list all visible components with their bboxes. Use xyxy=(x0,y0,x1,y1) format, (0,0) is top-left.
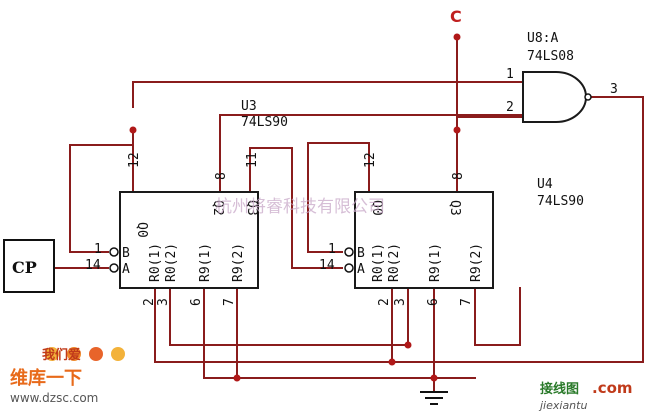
u4-pin-6: 6 xyxy=(426,298,441,306)
logo-ball-3 xyxy=(89,347,103,361)
u4-pin-12: 12 xyxy=(363,152,378,168)
junction-c xyxy=(453,126,461,134)
u4-r02: R0(2) xyxy=(387,243,402,282)
and-gate-u8a: U8:A 74LS08 1 2 3 xyxy=(506,31,618,123)
u4-name: U4 xyxy=(537,177,553,192)
u3-pin-6: 6 xyxy=(189,298,204,306)
logo-mid-text: 维库一下 xyxy=(10,367,82,389)
u4-a: A xyxy=(357,262,365,277)
gate-output-node xyxy=(584,93,592,101)
brand-right-url: jiexiantu xyxy=(538,399,587,412)
wire-ground-bus xyxy=(203,287,476,379)
u4-b-bubble xyxy=(344,247,354,257)
u3-r91: R9(1) xyxy=(198,243,213,282)
logo-url-text: www.dzsc.com xyxy=(10,391,98,405)
gate-pin-1: 1 xyxy=(506,67,514,82)
u3-pin-7: 7 xyxy=(222,298,237,306)
u4-pin-8: 8 xyxy=(451,172,466,180)
u4-a-bubble xyxy=(344,263,354,273)
u3-body xyxy=(119,191,259,289)
wire-gate-in1 xyxy=(132,81,524,108)
u3-pin-1: 1 xyxy=(94,242,102,257)
u4-pin-3: 3 xyxy=(393,298,408,306)
u3-q0: Q0 xyxy=(134,222,149,238)
junction-r0 xyxy=(404,341,412,349)
u3-pin-11: 11 xyxy=(245,152,260,168)
junction-ground-b xyxy=(430,374,438,382)
u4-r91: R9(1) xyxy=(428,243,443,282)
jiexiantu-logo: 接线图 .com jiexiantu xyxy=(538,379,633,412)
gate-pin-3: 3 xyxy=(610,82,618,97)
u3-b-bubble xyxy=(109,247,119,257)
logo-ball-4 xyxy=(111,347,125,361)
u4-body xyxy=(354,191,494,289)
brand-right-dot: .com xyxy=(592,379,633,397)
u3-b: B xyxy=(122,246,130,261)
wire-u4-r92 xyxy=(474,287,521,346)
chip-u3: U3 74LS90 12 8 11 Q0 Q2 Q3 1 14 B A R0(1… xyxy=(85,99,288,306)
u4-pin-14: 14 xyxy=(319,258,335,273)
wire-u3-q0-to-b xyxy=(69,144,134,253)
u3-r02: R0(2) xyxy=(164,243,179,282)
cp-label: CP xyxy=(12,258,37,277)
u3-r92: R9(2) xyxy=(231,243,246,282)
junction-ground-a xyxy=(233,374,241,382)
ground-symbol xyxy=(420,391,448,405)
u3-r01: R0(1) xyxy=(148,243,163,282)
u4-pin-7: 7 xyxy=(459,298,474,306)
u4-b: B xyxy=(357,246,365,261)
u4-part: 74LS90 xyxy=(537,194,584,209)
cp-source-box xyxy=(3,239,55,293)
u3-name: U3 xyxy=(241,99,257,114)
wire-u3-q3-to-u4-a xyxy=(249,147,343,269)
logo-ball-1 xyxy=(45,347,59,361)
junction-reset xyxy=(388,358,396,366)
c-label: C xyxy=(450,7,462,26)
u4-q0: Q0 xyxy=(369,200,384,216)
u4-pin-1: 1 xyxy=(328,242,336,257)
wire-u3-q3 xyxy=(219,114,524,193)
wires xyxy=(54,36,644,393)
u3-pin-12: 12 xyxy=(127,152,142,168)
junctions xyxy=(129,33,461,382)
dzsc-logo: 我们爱 维库一下 www.dzsc.com xyxy=(10,347,125,405)
logo-top-text: 我们爱 xyxy=(42,347,81,363)
wire-u3-r0 xyxy=(169,287,409,346)
gate-part: 74LS08 xyxy=(527,49,574,64)
gate-pin-2: 2 xyxy=(506,100,514,115)
u3-q3: Q3 xyxy=(244,200,259,216)
u3-q2: Q2 xyxy=(210,200,225,216)
u3-part: 74LS90 xyxy=(241,115,288,130)
u3-pin-3: 3 xyxy=(156,298,171,306)
u3-pin-14: 14 xyxy=(85,258,101,273)
u3-pin-2: 2 xyxy=(142,298,157,306)
u3-pin-8: 8 xyxy=(214,172,229,180)
u3-a-bubble xyxy=(109,263,119,273)
junction-c-input xyxy=(453,33,461,41)
wire-gate-out-reset xyxy=(154,96,644,363)
and-gate-body xyxy=(522,71,587,123)
center-watermark: 杭州将睿科技有限公司 xyxy=(215,197,385,217)
gate-name: U8:A xyxy=(527,31,558,46)
u4-r92: R9(2) xyxy=(469,243,484,282)
junction-u3-12 xyxy=(129,126,137,134)
chip-u4: U4 74LS90 12 8 Q0 Q3 1 14 B A R0(1) R0(2… xyxy=(319,152,584,306)
brand-right-text: 接线图 xyxy=(540,381,579,397)
wire-u4-q0-to-b xyxy=(307,142,370,253)
u4-r01: R0(1) xyxy=(371,243,386,282)
logo-ball-2 xyxy=(67,347,81,361)
u3-a: A xyxy=(122,262,130,277)
u4-pin-2: 2 xyxy=(377,298,392,306)
u4-q3: Q3 xyxy=(447,200,462,216)
